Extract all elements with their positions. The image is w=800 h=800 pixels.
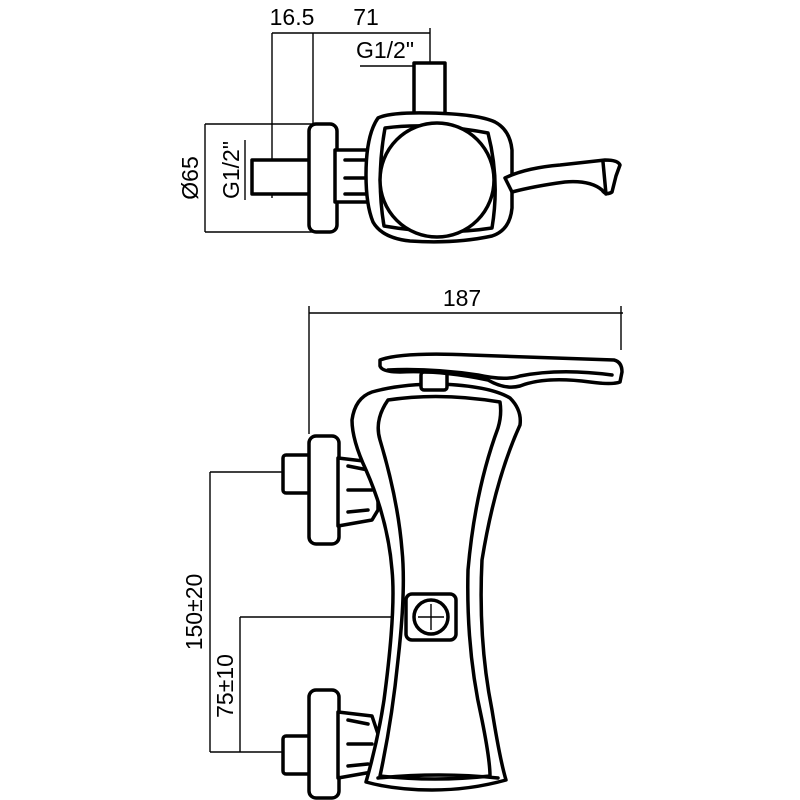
lever-handle-contour (386, 367, 614, 380)
label-diameter: Ø65 (177, 156, 203, 199)
lower-wall-flange (307, 688, 341, 800)
top-view: 16.5 71 G1/2" Ø65 G1/2" (177, 4, 622, 244)
cartridge-circle (378, 121, 496, 239)
label-inlet-spacing: 150±20 (181, 574, 207, 651)
inlet-pipe-stub (250, 158, 316, 196)
label-center-offset: 75±10 (212, 654, 238, 718)
lever-handle-edge (601, 160, 608, 196)
label-side-thread: G1/2" (218, 141, 244, 199)
label-top-width: 71 (353, 4, 379, 30)
label-outlet-thread: G1/2" (356, 37, 414, 63)
valve-body-front (350, 382, 523, 792)
label-top-offset: 16.5 (270, 4, 315, 30)
upper-wall-flange (307, 434, 341, 546)
lever-handle-top (503, 158, 622, 196)
wall-flange (307, 122, 339, 234)
lower-connector-ribs (346, 718, 374, 768)
label-overall-width: 187 (443, 285, 481, 311)
lever-handle-front (378, 352, 624, 389)
front-view: 187 150±20 75±10 (181, 285, 624, 800)
valve-body-bottom-edge (376, 773, 500, 780)
